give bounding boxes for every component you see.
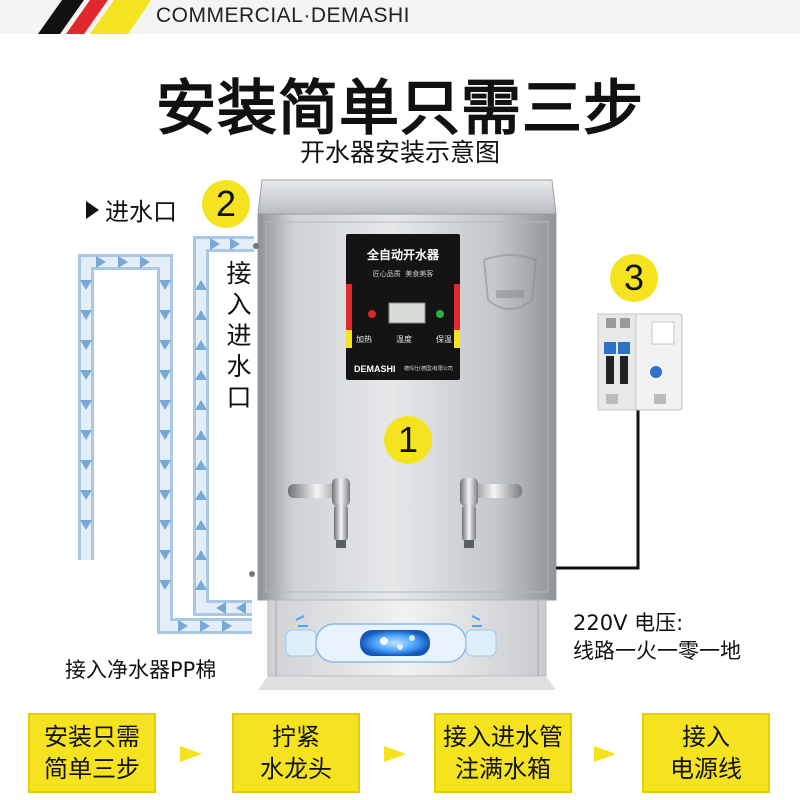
step-2-line-2: 水龙头: [260, 755, 332, 783]
arrow-right-icon: [384, 746, 406, 762]
page-subtitle: 开水器安装示意图: [299, 138, 500, 167]
step-box-4: 接入 电源线: [642, 713, 770, 793]
left-water-tap: [288, 478, 350, 548]
page-title: 安装简单只需三步: [156, 74, 644, 144]
step-2-line-1: 拧紧: [272, 723, 320, 751]
arrow-right-icon: [594, 746, 616, 762]
panel-buttons: 加热 温度 保温: [356, 334, 452, 345]
step-badge-2: 2: [202, 180, 250, 228]
step-1-line-1: 安装只需: [44, 723, 140, 751]
brand-name: COMMERCIAL·DEMASHI: [156, 4, 411, 27]
voltage-line-1: 220V 电压:: [573, 611, 684, 635]
panel-title: 全自动开水器: [366, 248, 439, 262]
green-indicator-light: [436, 310, 444, 318]
red-indicator-light: [368, 310, 376, 318]
inlet-label-text: 进水口: [105, 198, 177, 226]
arrow-right-icon: [180, 746, 202, 762]
step-3-line-1: 接入进水管: [443, 723, 563, 751]
heat-button[interactable]: 加热: [356, 335, 372, 344]
connect-inlet-label: 接入进水口: [226, 259, 252, 412]
voltage-line-2: 线路一火一零一地: [573, 639, 741, 663]
step-badge-3: 3: [610, 254, 658, 302]
power-cable: [556, 404, 640, 570]
display-window: [388, 302, 426, 324]
brand-stripes: [0, 0, 150, 34]
shield-emblem: [482, 254, 538, 310]
keep-warm-button[interactable]: 保温: [436, 335, 452, 344]
panel-brand: DEMASHI: [354, 364, 396, 374]
water-filter: [285, 615, 497, 663]
panel-slogan: 匠心品质 美食美客: [372, 270, 434, 278]
step-box-2: 拧紧 水龙头: [232, 713, 360, 793]
step-box-1: 安装只需 简单三步: [28, 713, 156, 793]
water-pipes: [78, 236, 254, 634]
header-bar: COMMERCIAL·DEMASHI: [0, 0, 800, 34]
step-4-line-1: 接入: [682, 723, 730, 751]
step-4-line-2: 电源线: [670, 755, 742, 783]
step-box-3: 接入进水管 注满水箱: [434, 713, 572, 793]
temperature-button[interactable]: 温度: [396, 335, 412, 344]
step-1-line-2: 简单三步: [44, 755, 140, 783]
right-water-tap: [460, 478, 522, 548]
triangle-icon: [86, 201, 99, 219]
inlet-label: 进水口: [86, 192, 177, 227]
panel-maker: 德玛仕(德国)有限公司: [404, 366, 453, 372]
circuit-breaker: [597, 313, 683, 411]
voltage-label: 220V 电压: 线路一火一零一地: [573, 609, 741, 665]
step-badge-1: 1: [384, 416, 432, 464]
step-3-line-2: 注满水箱: [455, 755, 551, 783]
connect-filter-label: 接入净水器PP棉: [65, 658, 217, 682]
